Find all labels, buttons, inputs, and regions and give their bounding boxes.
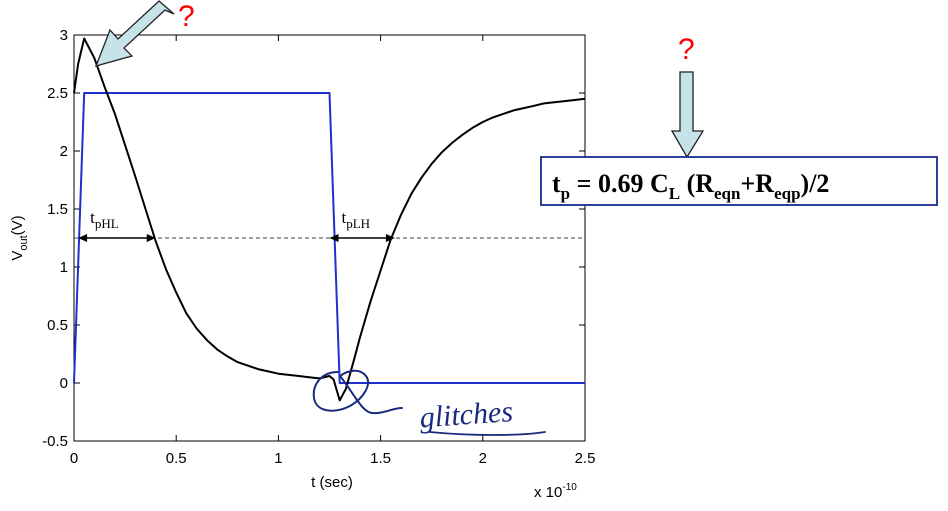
note-underline (429, 431, 546, 436)
x-tick-label: 2.5 (575, 450, 596, 467)
svg-text:Vout(V): Vout(V) (9, 215, 30, 260)
formula-border (540, 156, 938, 206)
question-mark-right: ? (678, 33, 695, 66)
y-tick-label: 1 (60, 259, 68, 276)
y-axis-label-main: V (9, 251, 26, 261)
glitches-note: glitches (419, 395, 514, 434)
glitch-circle-scribble (312, 369, 403, 415)
y-axis-label-suffix: (V) (9, 215, 26, 235)
y-tick-label: 0.5 (47, 317, 68, 334)
y-tick-label: 2 (60, 143, 68, 160)
tplh-arrowhead-left (329, 234, 339, 242)
callout-arrow-right (670, 71, 705, 159)
arrow-left-icon (94, 0, 175, 67)
x-tick-label: 1 (274, 450, 282, 467)
y-tick-label: 3 (60, 27, 68, 44)
tphl-arrowhead-right (146, 234, 156, 242)
input-series-line (73, 92, 585, 384)
formula-text: tp = 0.69 CL (Reqn+Reqp)/2 (552, 169, 829, 203)
tplh-arrowhead-right (385, 234, 395, 242)
y-axis-label: Vout(V) (9, 215, 30, 260)
x-axis-label: t (sec) (311, 474, 353, 491)
y-tick-label: 1.5 (47, 201, 68, 218)
tphl-label: tpHL (90, 208, 119, 231)
x-tick-label: 2 (479, 450, 487, 467)
y-tick-label: 0 (60, 375, 68, 392)
x-tick-label: 0.5 (166, 450, 187, 467)
y-tick-label: -0.5 (42, 433, 68, 450)
question-mark-left: ? (178, 0, 195, 33)
output-series-line (73, 37, 586, 402)
x-tick-label: 0 (70, 450, 78, 467)
x-multiplier-base: x 10 (534, 484, 562, 501)
tphl-arrowhead-left (78, 234, 88, 242)
y-tick-label: 2.5 (47, 85, 68, 102)
formula-box: tp = 0.69 CL (Reqn+Reqp)/2 (540, 156, 938, 206)
callout-arrow-left (94, 0, 175, 67)
x-axis-multiplier: x 10-10 (534, 482, 577, 501)
tplh-label: tpLH (342, 208, 371, 231)
x-tick-label: 1.5 (370, 450, 391, 467)
x-multiplier-exp: -10 (562, 482, 577, 493)
arrow-down-icon (670, 71, 705, 159)
handwritten-annotation: glitches (312, 369, 546, 436)
y-axis-label-sub: out (18, 235, 30, 250)
